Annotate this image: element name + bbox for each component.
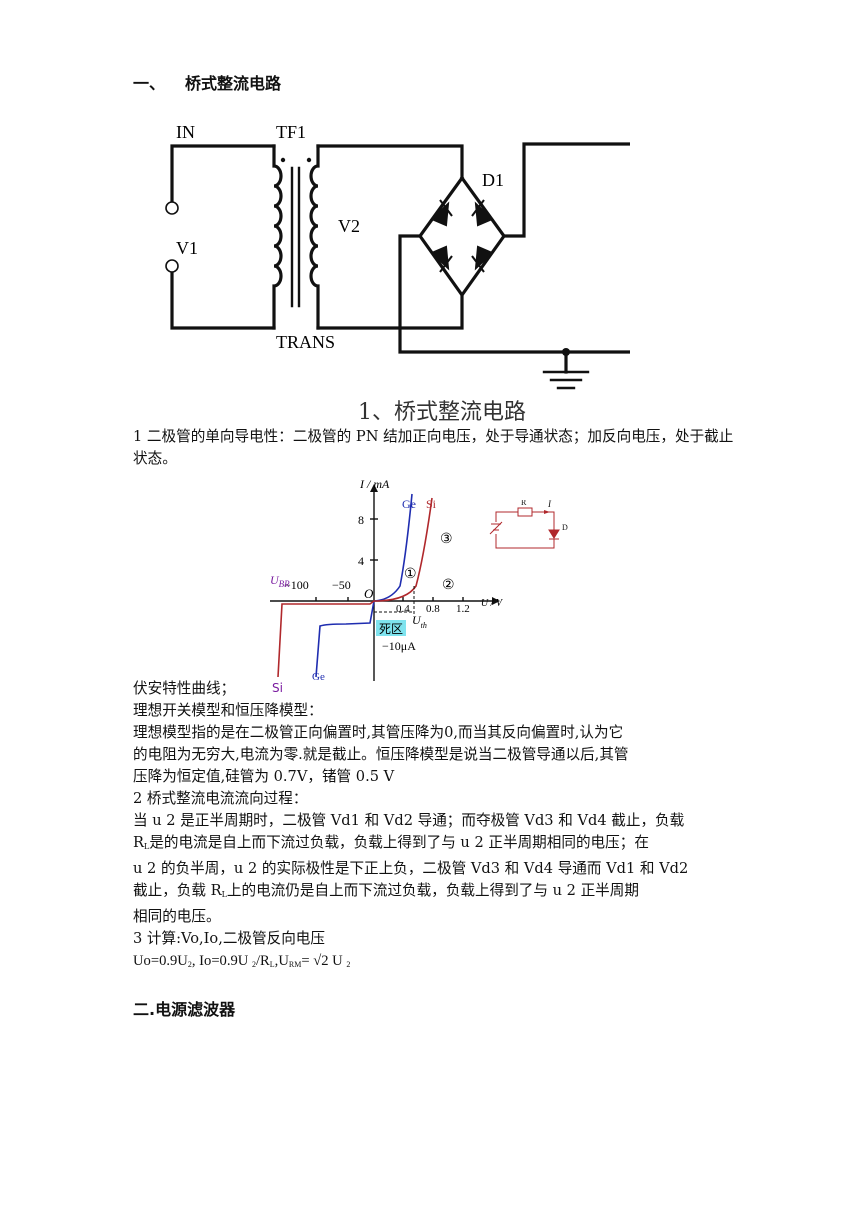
ground-junction-dot: [562, 348, 570, 356]
rd-label-r: R: [521, 500, 527, 507]
flow-line-3: u 2 的负半周，u 2 的实际极性是下正上负，二极管 Vd3 和 Vd4 导通…: [133, 860, 689, 877]
flow-line-2: RL是的电流是自上而下流过负载，负载上得到了与 u 2 正半周期相同的电压；在: [133, 834, 649, 851]
input-terminal-bottom: [165, 259, 179, 273]
calc-heading: 3 计算:Vo,Io,二极管反向电压: [133, 930, 325, 947]
x-tick-0-4: 0.4: [396, 603, 410, 615]
iv-caption-line: 伏安特性曲线；: [133, 680, 236, 697]
resistor-diode-circuit: R I D: [489, 500, 568, 549]
marker-3: ③: [440, 532, 453, 547]
uth-label: Uth: [412, 613, 427, 630]
origin-label: O: [364, 586, 374, 601]
section-2-heading: 二.电源滤波器: [133, 1000, 236, 1019]
input-terminal-top: [165, 201, 179, 215]
flow-line-5: 相同的电压。: [133, 908, 221, 925]
x-tick-0-8: 0.8: [426, 603, 440, 615]
flow-heading: 2 桥式整流电流流向过程：: [133, 790, 308, 807]
rd-label-i: I: [547, 500, 552, 509]
models-heading: 理想开关模型和恒压降模型：: [133, 702, 323, 719]
models-line-2: 的电阻为无穷大,电流为零.就是截止。恒压降模型是说当二极管导通以后,其管: [133, 746, 629, 763]
flow-line-1: 当 u 2 是正半周期时，二极管 Vd1 和 Vd2 导通；而夺极管 Vd3 和…: [133, 812, 685, 829]
label-v2: V2: [338, 216, 360, 236]
si-bottom-label: Si: [272, 681, 283, 695]
si-curve: [277, 497, 433, 678]
y-tick-8: 8: [358, 513, 364, 527]
dead-zone-box: [376, 620, 406, 636]
marker-1: ①: [404, 567, 417, 582]
bridge-rectifier-diagram: IN TF1 Vo D1 V2 V1 R1 1K TRANS: [165, 122, 630, 390]
ge-bottom-label: Ge: [312, 671, 325, 682]
bridge-diodes: [430, 199, 494, 273]
label-trans: TRANS: [276, 332, 335, 352]
y-axis-label: I / mA: [359, 477, 390, 491]
diode-iv-curve-figure: 死区 I / mA U / V 8 4 −100 −50 O 0.4 0.8 1…: [270, 477, 504, 682]
flow-line-4: 截止，负载 RL上的电流仍是自上而下流过负载，负载上得到了与 u 2 正半周期: [133, 882, 639, 899]
ge-curve: [315, 493, 413, 678]
x-axis-label: U / V: [481, 598, 504, 609]
x-tick-1-2: 1.2: [456, 603, 470, 615]
label-in: IN: [176, 122, 195, 142]
ge-top-label: Ge: [402, 497, 416, 511]
rd-label-d: D: [562, 523, 568, 532]
figure-1-caption: 1、桥式整流电路: [358, 400, 526, 425]
si-top-label: Si: [426, 497, 437, 511]
section-1-title: 桥式整流电路: [185, 74, 282, 93]
paragraph-diode-conduction: 1 二极管的单向导电性：二极管的 PN 结加正向电压，处于导通状态；加反向电压，…: [133, 428, 734, 467]
y-tick-4: 4: [358, 554, 364, 568]
section-1-number: 一、: [133, 74, 166, 93]
formula-line: Uo=0.9U2, Io=0.9U 2/RL,URM= √2 U 2: [133, 953, 351, 969]
explanation-block: 伏安特性曲线； 理想开关模型和恒压降模型： 理想模型指的是在二极管正向偏置时,其…: [133, 678, 741, 976]
label-v1: V1: [176, 238, 198, 258]
models-line-3: 压降为恒定值,硅管为 0.7V，锗管 0.5 V: [133, 768, 395, 785]
marker-2: ②: [442, 578, 455, 593]
reverse-current-label: −10μA: [382, 639, 416, 653]
dead-zone-label: 死区: [379, 622, 403, 636]
x-tick-neg100: −100: [284, 578, 309, 592]
x-tick-neg50: −50: [332, 578, 351, 592]
ubr-label: UBR: [270, 573, 290, 589]
label-d1: D1: [482, 170, 504, 190]
models-line-1: 理想模型指的是在二极管正向偏置时,其管压降为0,而当其反向偏置时,认为它: [133, 724, 624, 741]
section-1-heading: 一、桥式整流电路: [133, 70, 281, 94]
label-tf1: TF1: [276, 122, 306, 142]
